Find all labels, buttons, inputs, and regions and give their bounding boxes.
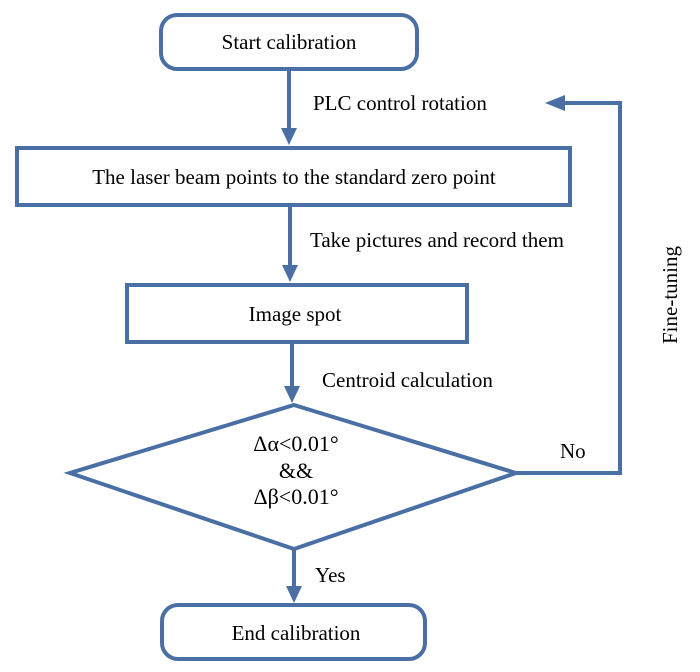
- image-spot-node: [125, 283, 469, 344]
- arrowhead-image-to-decision: [284, 386, 300, 403]
- decision-line-2: &&: [279, 458, 313, 483]
- edge-label-pictures: Take pictures and record them: [310, 228, 564, 252]
- laser-node-label: The laser beam points to the standard ze…: [92, 165, 496, 189]
- edge-label-yes: Yes: [315, 563, 346, 587]
- decision-line-3: Δβ<0.01°: [253, 484, 338, 509]
- arrowhead-feedback-loop: [545, 95, 565, 111]
- edge-label-plc: PLC control rotation: [313, 91, 487, 115]
- decision-line-1: Δα<0.01°: [253, 431, 338, 456]
- end-node: [160, 603, 427, 661]
- feedback-loop-line: [516, 101, 622, 475]
- image-spot-node-label: Image spot: [249, 302, 342, 326]
- end-node-label: End calibration: [232, 621, 361, 645]
- edge-label-fine-tuning: Fine-tuning: [658, 246, 682, 344]
- arrowhead-laser-to-image: [282, 265, 298, 282]
- edge-label-centroid: Centroid calculation: [322, 368, 493, 392]
- edge-label-no: No: [560, 439, 586, 463]
- arrowhead-decision-to-end: [286, 586, 302, 603]
- laser-node: [15, 146, 572, 207]
- arrowhead-start-to-laser: [281, 128, 297, 145]
- start-node-label: Start calibration: [222, 30, 357, 54]
